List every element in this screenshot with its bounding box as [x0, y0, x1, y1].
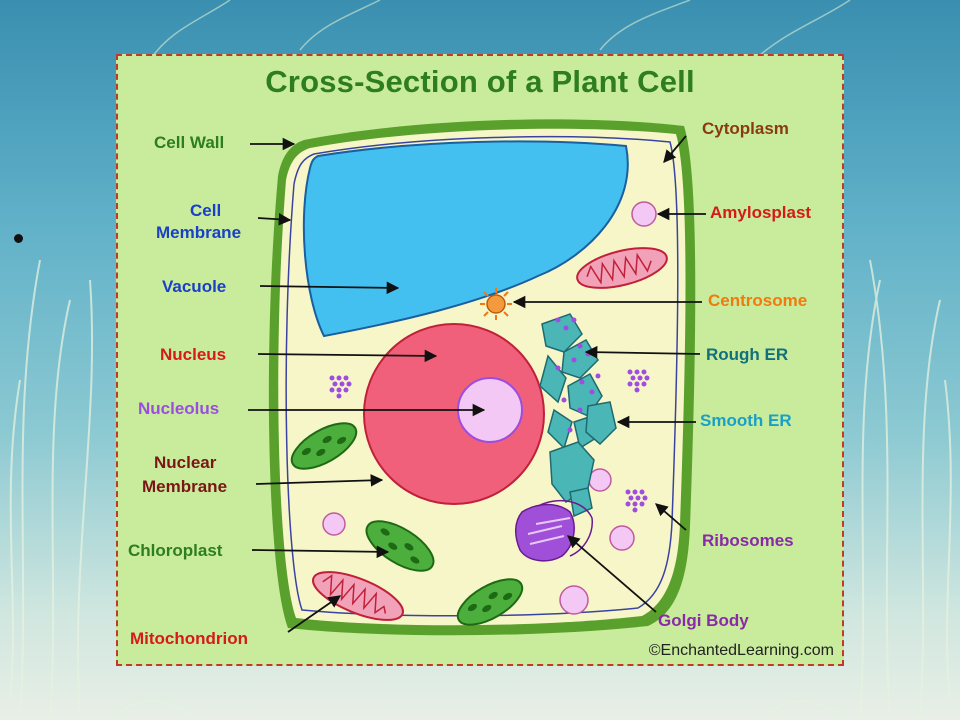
- credit-text: ©EnchantedLearning.com: [648, 642, 834, 659]
- label-nuclear-membrane-line2: Membrane: [142, 477, 228, 496]
- mitochondrion-top: [576, 247, 668, 289]
- chloroplast-left: [290, 422, 358, 470]
- arrow-ribosomes: [655, 503, 687, 531]
- chloroplast-middle: [365, 520, 435, 572]
- label-chloroplast: Chloroplast: [128, 541, 223, 560]
- label-rough-er: Rough ER: [706, 345, 789, 364]
- label-nuclear-membrane-line1: Nuclear: [154, 453, 217, 472]
- bullet-point: [14, 234, 23, 243]
- ribosome-clusters: [329, 369, 650, 513]
- chloroplast-bottom: [456, 578, 524, 626]
- arrow-golgi-body: [567, 535, 657, 613]
- arrow-nuclear-membrane: [255, 474, 384, 487]
- arrow-cytoplasm: [663, 135, 687, 163]
- label-nucleus: Nucleus: [160, 345, 227, 364]
- label-nucleolus: Nucleolus: [138, 399, 220, 418]
- label-cytoplasm: Cytoplasm: [702, 119, 789, 138]
- arrow-vacuole: [259, 281, 400, 295]
- label-amylosplast: Amylosplast: [710, 203, 812, 222]
- arrow-cell-membrane: [257, 213, 292, 226]
- cell-illustration: [248, 119, 706, 636]
- label-vacuole: Vacuole: [162, 277, 227, 296]
- arrow-nucleus: [257, 349, 438, 363]
- label-mitochondrion: Mitochondrion: [130, 629, 249, 648]
- vesicles: [322, 468, 635, 615]
- plant-cell-diagram: Cross-Section of a Plant Cell: [116, 54, 844, 666]
- mitochondrion-bottom: [312, 571, 404, 621]
- label-smooth-er: Smooth ER: [700, 411, 792, 430]
- label-cell-membrane-line2: Membrane: [156, 223, 242, 242]
- nucleus: [363, 323, 545, 505]
- cell-membrane: [285, 135, 679, 617]
- label-arrows: [248, 135, 706, 633]
- label-cell-wall: Cell Wall: [154, 133, 225, 152]
- arrow-chloroplast: [251, 545, 390, 559]
- arrow-rough-er: [584, 345, 701, 359]
- label-ribosomes: Ribosomes: [702, 531, 794, 550]
- centrosome: [480, 288, 512, 320]
- label-cell-membrane-line1: Cell: [190, 201, 222, 220]
- arrow-mitochondrion: [287, 595, 342, 633]
- label-centrosome: Centrosome: [708, 291, 808, 310]
- diagram-title: Cross-Section of a Plant Cell: [265, 64, 695, 99]
- label-golgi-body: Golgi Body: [658, 611, 749, 630]
- amylosplast: [631, 201, 657, 227]
